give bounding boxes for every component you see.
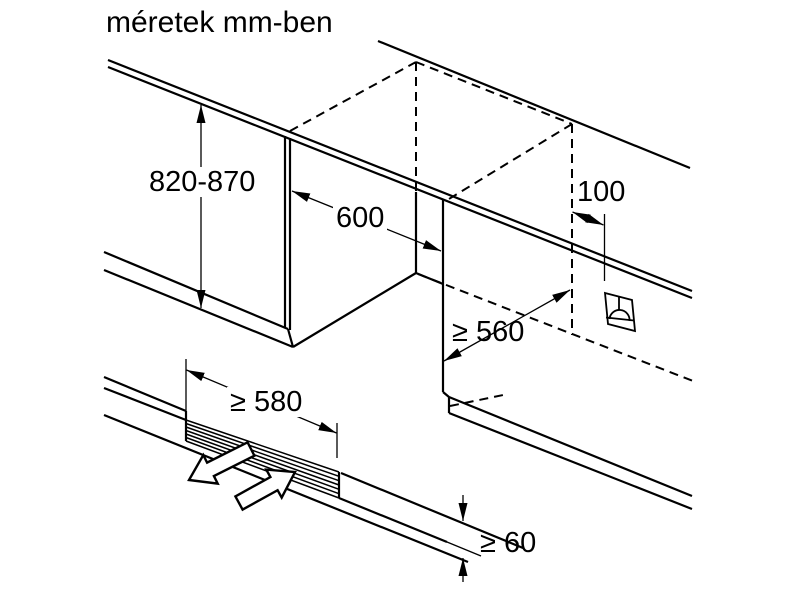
hatch-grille bbox=[185, 419, 340, 499]
niche-width-label: 600 bbox=[333, 203, 388, 233]
page-title: méretek mm-ben bbox=[106, 6, 333, 39]
extension-lines bbox=[185, 214, 606, 458]
plinth-vent-detail bbox=[103, 375, 524, 564]
vent-gap-height-label: ≥ 60 bbox=[480, 527, 537, 559]
vent-cutout-width-label: ≥ 580 bbox=[227, 387, 306, 417]
dimension-lines bbox=[196, 105, 604, 362]
power-socket-icon bbox=[603, 291, 637, 333]
airflow-out-arrow bbox=[187, 440, 257, 486]
worktop-and-cabinets bbox=[103, 39, 693, 511]
hidden-niche-outline bbox=[289, 61, 694, 407]
niche-depth-label: ≥ 560 bbox=[452, 316, 525, 348]
airflow-in-arrow bbox=[233, 468, 297, 512]
niche-height-label: 820-870 bbox=[146, 167, 259, 197]
socket-distance-label: 100 bbox=[577, 176, 626, 208]
